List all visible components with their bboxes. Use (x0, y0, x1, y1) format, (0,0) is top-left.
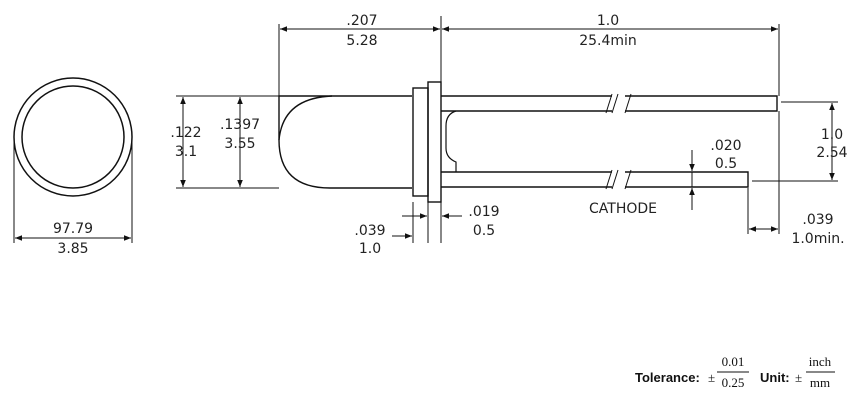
unit-label: Unit: (760, 370, 790, 385)
tolerance-plus-minus: ± (708, 370, 715, 385)
lead-spacing-inch: 1.0 (821, 127, 843, 143)
lead-anode (441, 95, 612, 112)
flange-dimensions: .039 1.0 .019 0.5 (354, 202, 500, 257)
lens-height-inch: .1397 (220, 117, 260, 133)
unit-inch: inch (809, 354, 832, 369)
flange-height-inch: .122 (170, 125, 201, 141)
flange (427, 81, 442, 203)
body-length-mm: 5.28 (346, 33, 377, 49)
lens-height-mm: 3.55 (224, 136, 255, 152)
break-mark (611, 93, 619, 114)
cathode-bend (445, 110, 457, 172)
cathode-label: CATHODE (589, 201, 657, 217)
lead-width-dimension: .020 0.5 CATHODE (589, 138, 742, 217)
lead-width-inch: .020 (710, 138, 741, 154)
flange-gap-mm: 1.0 (359, 241, 381, 257)
tolerance-note: Tolerance: ± 0.01 0.25 Unit: ± inch mm (635, 354, 835, 390)
lead-cathode (441, 171, 612, 188)
front-view: 97.79 3.85 (13, 77, 133, 257)
unit-mm: mm (810, 375, 830, 390)
lens-outer-circle (13, 77, 133, 197)
top-dimensions: .207 5.28 1.0 25.4min (278, 13, 780, 96)
lens-inner-circle (21, 85, 125, 189)
break-mark (624, 93, 632, 114)
flange-thickness-inch: .019 (468, 204, 499, 220)
flange-body (412, 87, 429, 197)
body-length-inch: .207 (346, 13, 377, 29)
break-mark (605, 93, 613, 114)
flange-height-mm: 3.1 (175, 144, 197, 160)
break-mark (611, 169, 619, 190)
tolerance-inch: 0.01 (722, 354, 745, 369)
lead-length-inch: 1.0 (597, 13, 619, 29)
lead-offset-inch: .039 (802, 212, 833, 228)
tolerance-label: Tolerance: (635, 370, 700, 385)
height-dimensions: .122 3.1 .1397 3.55 (170, 95, 279, 189)
lead-width-mm: 0.5 (715, 156, 737, 172)
flange-gap-inch: .039 (354, 223, 385, 239)
lens-diameter-mm: 3.85 (57, 241, 88, 257)
tolerance-mm: 0.25 (722, 375, 745, 390)
lens-diameter-inch: 97.79 (53, 221, 93, 237)
lead-offset-dimension: .039 1.0min. (747, 111, 845, 247)
lens-dome (278, 95, 412, 189)
lead-cathode-end (625, 171, 749, 188)
lead-spacing-dimension: 1.0 2.54 (752, 101, 848, 182)
break-mark (605, 169, 613, 190)
break-mark (624, 169, 632, 190)
lead-spacing-mm: 2.54 (816, 145, 847, 161)
lens-dome-top (278, 95, 412, 141)
flange-thickness-mm: 0.5 (473, 223, 495, 239)
unit-plus-minus: ± (795, 370, 802, 385)
lead-offset-mm: 1.0min. (791, 231, 844, 247)
lead-length-mm: 25.4min (579, 33, 637, 49)
lead-anode-end (625, 95, 778, 112)
side-view (278, 81, 778, 203)
